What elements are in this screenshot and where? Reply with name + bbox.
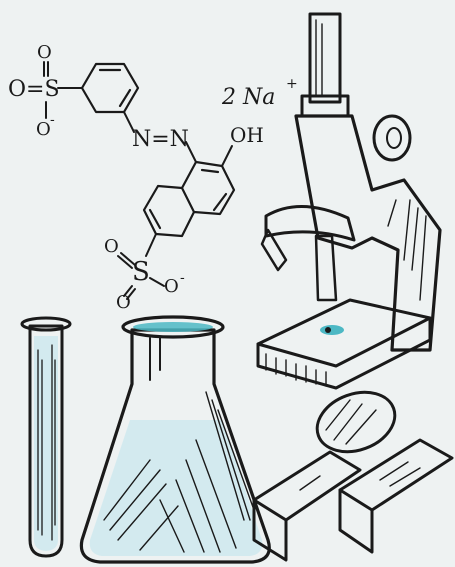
- formula-minus-top: -: [50, 112, 55, 128]
- test-tube-icon: [20, 316, 72, 558]
- formula-o-s: O=S: [8, 77, 60, 102]
- formula-o-right-2: O: [164, 276, 179, 297]
- formula-o-top: O: [37, 42, 52, 63]
- formula-sodium-charge: +: [286, 76, 298, 92]
- naphthalene-ring: [142, 160, 236, 238]
- formula-o-bottom: O: [36, 119, 51, 140]
- formula-minus-2: -: [180, 270, 185, 286]
- flask-icon: [79, 315, 271, 564]
- formula-sodium: 2 Na: [221, 85, 275, 110]
- formula-o-bottom-2: O: [116, 292, 131, 313]
- formula-s-2: S: [132, 257, 150, 287]
- benzene-ring-top: [80, 62, 140, 114]
- chemical-structure: O O=S O - N=N OH 2 Na + O S O O -: [8, 42, 298, 313]
- microscope-icon: [252, 12, 454, 562]
- formula-o-top-2: O: [104, 236, 119, 257]
- formula-azo: N=N: [132, 127, 189, 152]
- formula-hydroxyl: OH: [230, 123, 264, 147]
